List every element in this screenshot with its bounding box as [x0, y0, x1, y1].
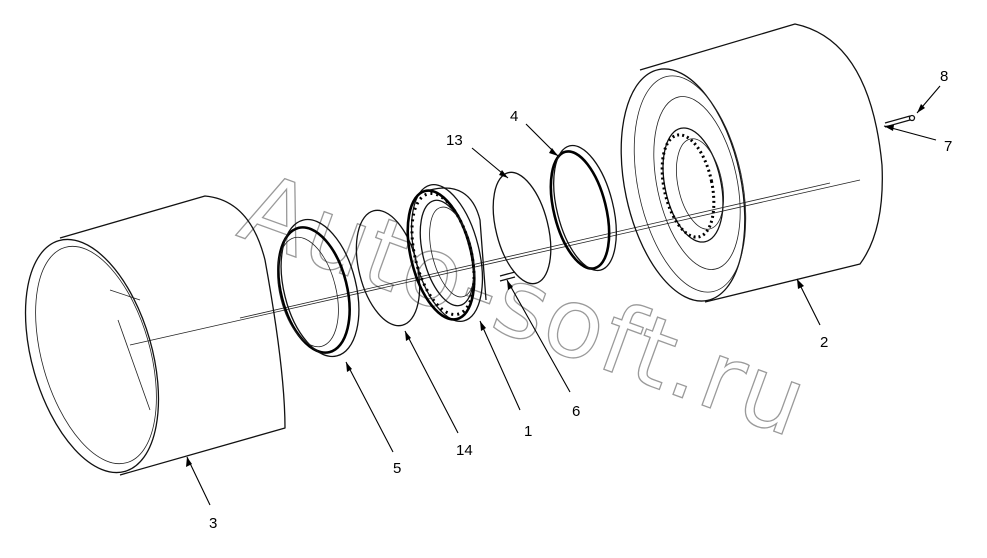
callout-5: 5 [393, 460, 401, 477]
part-1-toothed-ring [406, 183, 487, 323]
callout-1: 1 [524, 423, 532, 440]
part-4-ring [549, 144, 617, 272]
part-2-housing [620, 23, 883, 303]
part-6-pin [499, 271, 516, 282]
callout-8: 8 [940, 68, 948, 85]
part-7-8-fastener [884, 114, 916, 128]
leader-lines [186, 85, 941, 506]
part-5-ring [277, 218, 360, 358]
callout-13: 13 [446, 132, 463, 149]
callout-3: 3 [209, 515, 217, 532]
callout-4: 4 [510, 108, 518, 125]
part-13-shim [492, 171, 552, 285]
assembly-axis [129, 179, 861, 346]
watermark-text: Auto-soft.ru [227, 151, 822, 459]
callout-6: 6 [572, 403, 580, 420]
callout-7: 7 [944, 138, 952, 155]
part-3-sleeve [24, 195, 286, 476]
callout-14: 14 [456, 442, 473, 459]
callout-2: 2 [820, 334, 828, 351]
callout-labels: 1 2 3 4 5 6 7 8 13 14 [209, 68, 952, 532]
